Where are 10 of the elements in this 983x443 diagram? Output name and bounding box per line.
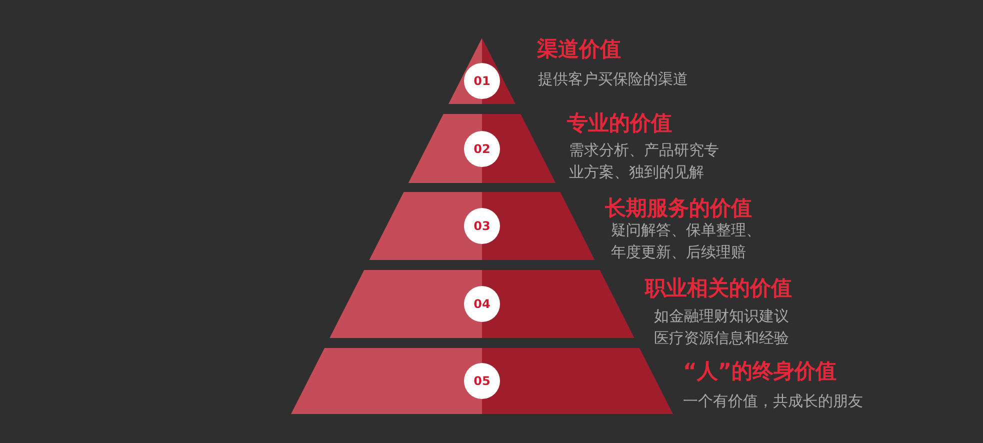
- layer-heading: 长期服务的价值: [605, 195, 752, 221]
- layer-description: 提供客户买保险的渠道: [538, 69, 689, 90]
- layer-heading: 专业的价值: [567, 110, 672, 136]
- layer-heading: “人”的终身价值: [683, 358, 837, 384]
- layer-description: 一个有价值，共成长的朋友: [683, 391, 864, 412]
- layer-description: 需求分析、产品研究专业方案、独到的见解: [569, 140, 719, 183]
- layer-description: 疑问解答、保单整理、年度更新、后续理赔: [611, 220, 762, 263]
- layer-heading: 职业相关的价值: [645, 275, 792, 301]
- layer-description: 如金融理财知识建议医疗资源信息和经验: [654, 306, 790, 349]
- layer-heading: 渠道价值: [537, 36, 621, 62]
